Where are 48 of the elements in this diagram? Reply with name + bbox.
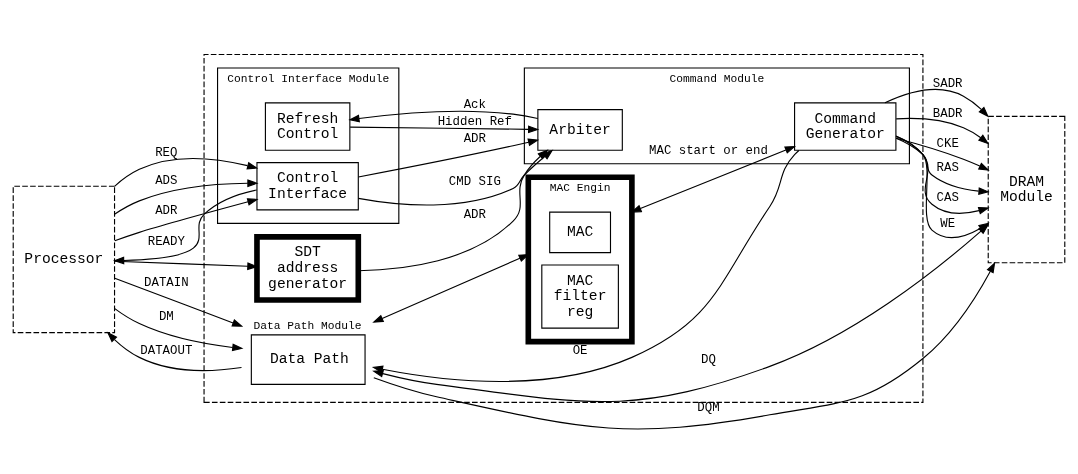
node-box: Control Interface — [256, 161, 359, 210]
node-box: MAC filter reg — [541, 264, 619, 329]
node-box: DRAM Module — [987, 115, 1066, 263]
arrow — [357, 137, 540, 177]
cluster — [203, 53, 924, 403]
node-box: Refresh Control — [264, 101, 351, 151]
edge-label: MAC start or end — [649, 143, 768, 158]
arrow — [895, 135, 990, 214]
arrow — [114, 277, 244, 327]
node-box: Arbiter — [537, 108, 623, 151]
arrow — [114, 307, 244, 351]
edge-label: DATAIN — [144, 275, 189, 290]
edge-label: Hidden Ref — [437, 114, 512, 129]
arrow — [895, 117, 990, 144]
edge-label: CAS — [936, 190, 959, 205]
edge-label: RAS — [936, 160, 959, 175]
edge-label: BADR — [932, 106, 963, 121]
node-label: Data Path Module — [253, 319, 362, 332]
arrow — [348, 110, 539, 122]
arrow — [349, 124, 540, 133]
edge-label: WE — [940, 216, 956, 231]
arrow — [895, 137, 990, 171]
edge-label: READY — [147, 234, 185, 249]
edge-label: ADR — [463, 131, 486, 146]
edge-label: ADR — [463, 207, 486, 222]
node-box: Data Path — [250, 333, 366, 385]
arrow — [106, 331, 243, 371]
edge-label: DM — [158, 309, 174, 324]
arrow — [114, 197, 259, 241]
arrow — [358, 148, 549, 271]
arrow — [884, 88, 990, 117]
edge-label: ADR — [155, 203, 178, 218]
arrow — [895, 137, 990, 195]
edge-label: CKE — [936, 136, 959, 151]
edge-label: OE — [572, 343, 588, 358]
node-box: Command Generator — [794, 101, 897, 151]
edge-label: Ack — [463, 97, 486, 112]
edge-label: SADR — [932, 76, 963, 91]
edge-label: REQ — [155, 145, 178, 160]
edge-label: ADS — [155, 173, 178, 188]
node-box: SDT address generator — [254, 233, 362, 303]
edge-label: CMD SIG — [448, 174, 501, 189]
edge-label: DQ — [701, 352, 716, 367]
arrow — [113, 178, 259, 215]
edge-label: DATAOUT — [140, 343, 193, 358]
node-box: MAC — [549, 211, 612, 253]
arrow — [114, 157, 259, 187]
node-box: Processor — [12, 185, 116, 333]
